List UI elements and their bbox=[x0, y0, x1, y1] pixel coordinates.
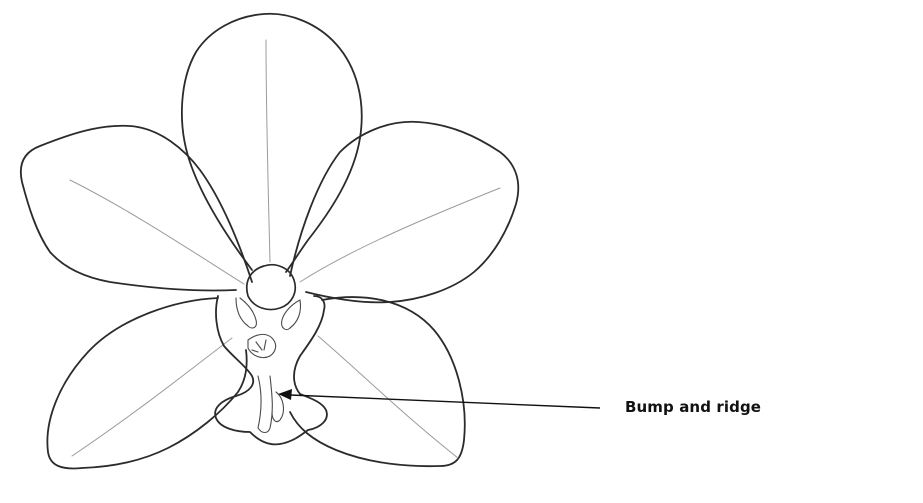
lip-bump bbox=[272, 392, 283, 422]
annotation-label: Bump and ridge bbox=[625, 398, 761, 416]
column bbox=[247, 265, 295, 310]
lip-right-lobe bbox=[282, 300, 301, 330]
annotation-arrow-line bbox=[290, 395, 600, 408]
lower-right-petal bbox=[290, 297, 465, 466]
lower-left-petal-vein bbox=[72, 338, 232, 456]
left-side-petal-vein bbox=[70, 180, 244, 284]
top-petal-vein bbox=[266, 40, 270, 262]
right-side-petal bbox=[290, 122, 518, 303]
top-petal bbox=[182, 14, 362, 272]
left-side-petal bbox=[21, 126, 252, 291]
annotation-arrowhead bbox=[278, 389, 292, 400]
right-side-petal-vein bbox=[300, 188, 500, 282]
lip-callus bbox=[248, 334, 276, 357]
lip-callus-marks bbox=[252, 340, 266, 352]
lip-ridge bbox=[258, 376, 272, 433]
